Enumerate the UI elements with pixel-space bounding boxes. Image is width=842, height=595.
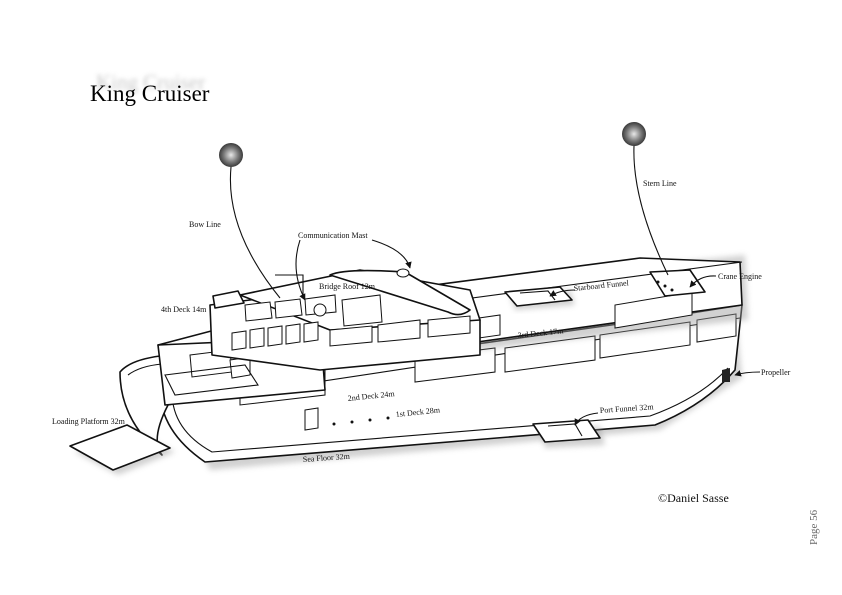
page-title: King Cruiser: [90, 81, 210, 106]
label-sea-floor: Sea Floor 32m: [303, 452, 351, 464]
label-crane-engine: Crane Engine: [718, 272, 762, 281]
label-communication-mast: Communication Mast: [298, 231, 368, 240]
copyright: ©Daniel Sasse: [658, 491, 729, 505]
crane: [649, 269, 706, 297]
portholes: [332, 416, 390, 426]
label-bow-line: Bow Line: [189, 220, 221, 229]
label-stern-line: Stern Line: [643, 179, 677, 188]
bow-buoy: [219, 143, 281, 299]
port-funnel: [532, 419, 605, 448]
label-bridge-roof: Bridge Roof 12m: [319, 282, 376, 291]
label-fourth-deck: 4th Deck 14m: [161, 305, 207, 314]
label-propeller: Propeller: [761, 368, 791, 377]
loading-platform: [69, 424, 175, 475]
propeller: [722, 368, 730, 382]
label-loading-platform: Loading Platform 32m: [52, 417, 126, 426]
title-shadow: King Cruiser: [96, 70, 206, 94]
communication-mast: [313, 268, 471, 317]
page-number: Page 56: [808, 509, 820, 545]
leader-lines: [295, 239, 761, 426]
stern-buoy: [622, 122, 669, 276]
label-port-funnel: Port Funnel 32m: [600, 402, 655, 415]
